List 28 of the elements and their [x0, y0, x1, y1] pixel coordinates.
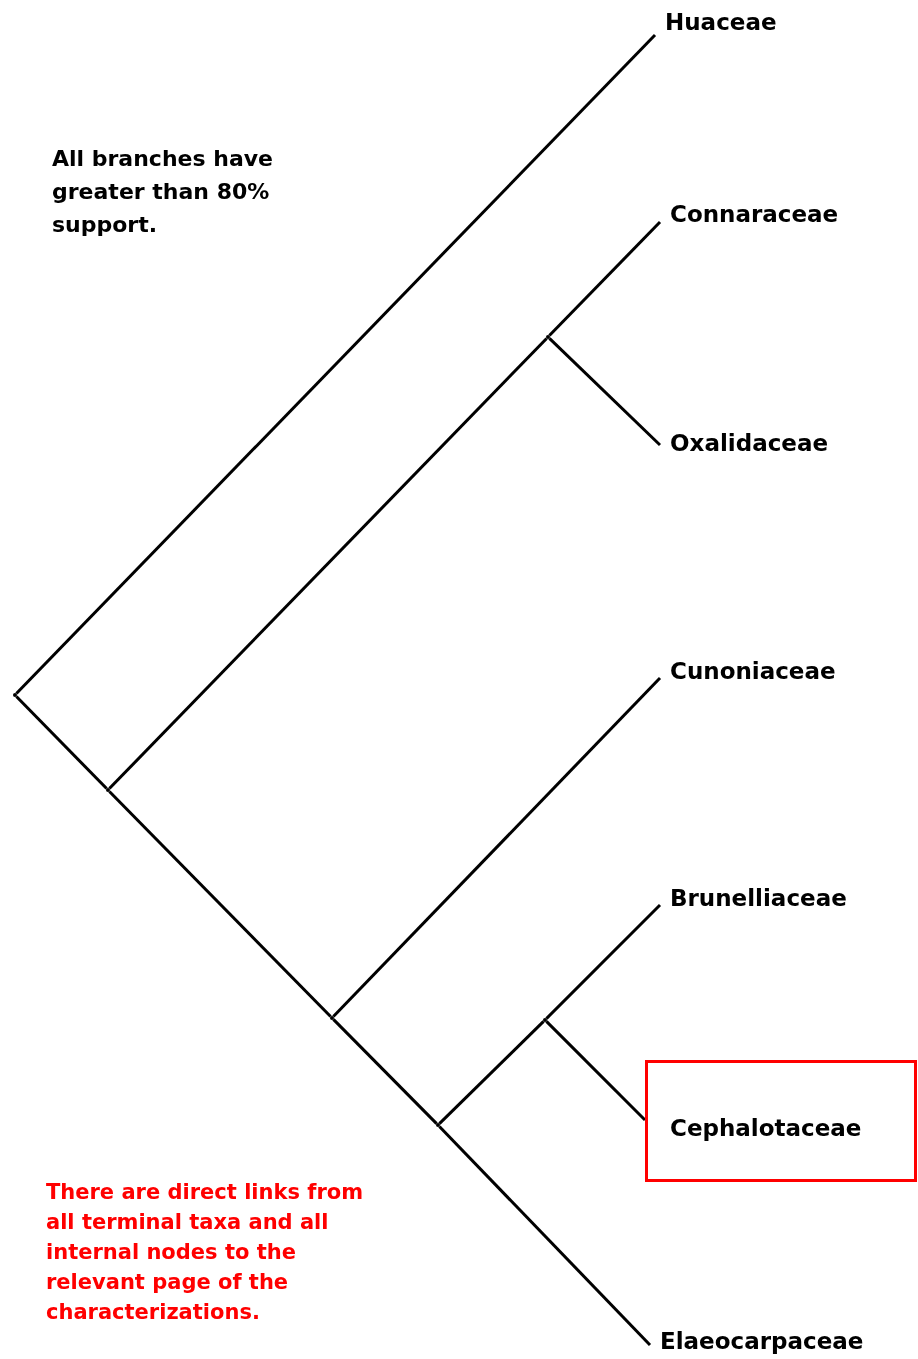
tree-branch: [108, 337, 548, 790]
note-text: There are direct links from all terminal taxa and all internal nodes to the relevant page of the characterizations.: [46, 1179, 365, 1326]
branch-node: [436, 1123, 440, 1127]
taxon-label: Brunelliaceae: [670, 884, 847, 913]
tree-branch: [332, 1018, 438, 1125]
tree-branch: [15, 33, 657, 695]
taxon-label: Cunoniaceae: [670, 657, 836, 686]
tree-branch: [108, 790, 332, 1018]
note-text: All branches have greater than 80% support.: [52, 145, 275, 239]
branch-node: [543, 1018, 547, 1022]
tree-branch: [15, 695, 108, 790]
highlight-frame: [645, 1060, 917, 1182]
branch-node: [106, 788, 110, 792]
tree-branch: [438, 1020, 545, 1125]
tree-branch: [545, 903, 662, 1020]
branch-node: [330, 1016, 334, 1020]
taxon-label: Cephalotaceae: [670, 1114, 862, 1143]
tree-branch: [545, 1020, 647, 1122]
taxon-label: Oxalidaceae: [670, 429, 828, 458]
branch-node: [546, 335, 550, 339]
tree-branch: [332, 676, 662, 1018]
tree-branch: [548, 220, 662, 337]
branch-node: [13, 693, 17, 697]
taxon-label: Huaceae: [665, 8, 777, 37]
tree-branch: [438, 1125, 652, 1347]
tree-branch: [548, 337, 662, 447]
taxon-label: Elaeocarpaceae: [660, 1327, 864, 1356]
taxon-label: Connaraceae: [670, 200, 839, 229]
